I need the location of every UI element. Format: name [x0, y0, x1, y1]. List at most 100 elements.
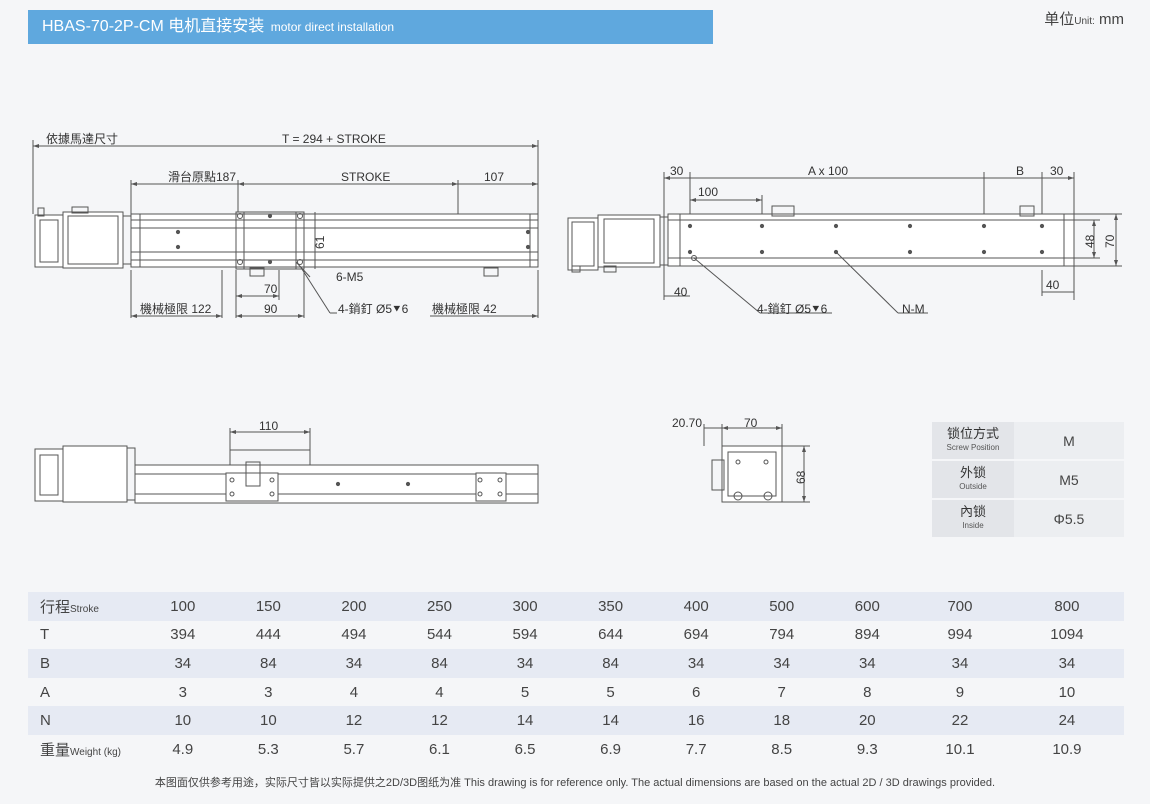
page-title-bar: HBAS-70-2P-CM 电机直接安装 motor direct instal…: [28, 10, 713, 44]
table-cell: 22: [910, 706, 1010, 735]
table-cell: 84: [225, 649, 312, 678]
table-cell: 6.1: [396, 734, 483, 764]
table-cell: 34: [140, 649, 226, 678]
label-limit-42: 機械極限 42: [432, 301, 497, 316]
table-cell: 10.1: [910, 734, 1010, 764]
table-cell: 444: [225, 620, 312, 650]
page-subtitle: motor direct installation: [270, 20, 395, 34]
table-cell: 6.5: [482, 734, 568, 764]
dim-61: 61: [313, 235, 327, 249]
label-pin-top: 4-銷釘 Ø5⯆6: [338, 301, 409, 316]
table-cell: 34: [1009, 649, 1124, 678]
table-cell: 5.3: [225, 734, 312, 764]
table-cell: 3: [225, 677, 312, 707]
table-cell: 14: [482, 706, 568, 735]
dim-30-right: 30: [1050, 164, 1064, 178]
row-label: A: [28, 677, 140, 707]
table-cell: 84: [396, 649, 483, 678]
table-cell: 794: [738, 620, 825, 650]
table-cell: 6.9: [567, 734, 654, 764]
table-cell: 10: [140, 706, 226, 735]
table-cell: 18: [738, 706, 825, 735]
dim-70-end: 70: [744, 416, 758, 430]
dim-a-x-100: A x 100: [808, 164, 848, 178]
table-cell: 10: [1009, 677, 1124, 707]
table-cell: 350: [567, 592, 654, 621]
table-cell: 150: [225, 592, 312, 621]
dim-100: 100: [698, 185, 718, 199]
table-cell: 7.7: [653, 734, 739, 764]
table-cell: 500: [738, 592, 825, 621]
footnote: 本图面仅供参考用途，实际尺寸皆以实际提供之2D/3D图纸为准 This draw…: [154, 777, 996, 789]
technical-drawing: 依據馬達尺寸 T = 294 + STROKE 滑台原點187 STROKE 1…: [32, 131, 1122, 504]
dim-30-left: 30: [670, 164, 684, 178]
dim-40-left: 40: [674, 285, 688, 299]
dim-70-right: 70: [1103, 234, 1117, 248]
row-label: N: [28, 706, 140, 735]
table-cell: 5: [482, 677, 568, 707]
dim-motor-dependent: 依據馬達尺寸: [46, 131, 118, 146]
table-cell: 34: [653, 649, 739, 678]
table-cell: 34: [482, 649, 568, 678]
table-cell: 494: [311, 620, 397, 650]
table-cell: 34: [738, 649, 825, 678]
end-view: [703, 424, 810, 503]
bottom-view: [567, 172, 1122, 314]
dim-70-top: 70: [264, 282, 278, 296]
dim-48: 48: [1083, 234, 1097, 248]
table-cell: 9.3: [824, 734, 911, 764]
table-cell: 4: [396, 677, 483, 707]
table-cell: 644: [567, 620, 654, 650]
dim-b: B: [1016, 164, 1024, 178]
row-label: 重量Weight (kg): [28, 734, 140, 764]
table-cell: 12: [311, 706, 397, 735]
dim-68: 68: [794, 470, 808, 484]
table-cell: 5: [567, 677, 654, 707]
label-nm: N-M: [902, 302, 925, 316]
row-label: B: [28, 649, 140, 678]
table-cell: 1094: [1009, 620, 1124, 650]
table-cell: 10.9: [1009, 734, 1124, 764]
dim-20-70: 20.70: [672, 416, 702, 430]
table-cell: 4: [311, 677, 397, 707]
table-cell: 544: [396, 620, 483, 650]
table-cell: 16: [653, 706, 739, 735]
table-cell: 8.5: [738, 734, 825, 764]
table-cell: 34: [311, 649, 397, 678]
table-cell: 10: [225, 706, 312, 735]
table-cell: 9: [910, 677, 1010, 707]
unit-label: 单位Unit: mm: [1044, 11, 1124, 28]
top-view: [32, 140, 539, 318]
label-pin-bottom: 4-銷釘 Ø5⯆6: [757, 301, 828, 316]
table-cell: 84: [567, 649, 654, 678]
label-limit-122: 機械極限 122: [140, 301, 212, 316]
table-cell: 994: [910, 620, 1010, 650]
dim-slide-origin: 滑台原點187: [168, 169, 236, 184]
dim-total-length: T = 294 + STROKE: [282, 132, 386, 146]
page-title: HBAS-70-2P-CM 电机直接安装: [42, 18, 265, 35]
table-cell: 24: [1009, 706, 1124, 735]
table-cell: 34: [824, 649, 911, 678]
table-cell: 200: [311, 592, 397, 621]
table-cell: 600: [824, 592, 911, 621]
row-label: 行程Stroke: [28, 592, 140, 621]
table-cell: 8: [824, 677, 911, 707]
table-cell: 300: [482, 592, 568, 621]
side-view: [34, 428, 539, 504]
table-cell: 694: [653, 620, 739, 650]
table-cell: 6: [653, 677, 739, 707]
table-cell: 20: [824, 706, 911, 735]
table-cell: 594: [482, 620, 568, 650]
dim-110: 110: [259, 419, 278, 433]
table-cell: 7: [738, 677, 825, 707]
